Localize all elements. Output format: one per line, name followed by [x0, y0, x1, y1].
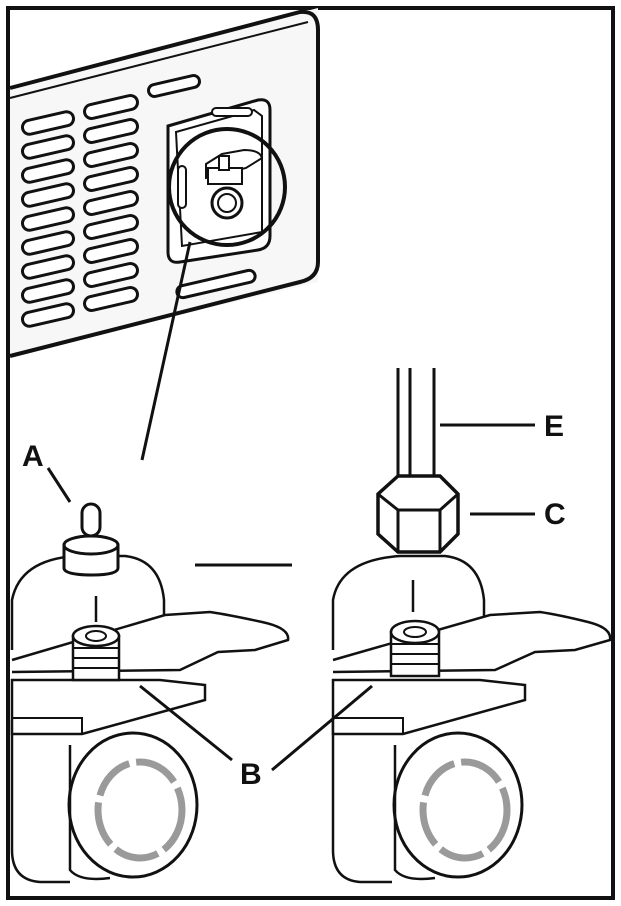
- appliance-back-panel: [9, 8, 320, 358]
- tube-e: [396, 368, 436, 494]
- label-c: C: [544, 498, 566, 531]
- valve-left: [10, 554, 290, 884]
- magnify-circle: [167, 127, 287, 247]
- nut-c: [376, 474, 460, 554]
- magnify-pointer-line: [140, 241, 192, 461]
- leader-line-a: [46, 467, 72, 503]
- label-e: E: [544, 410, 564, 443]
- label-a: A: [22, 440, 44, 473]
- valve-right: [331, 554, 612, 884]
- cap-a: [62, 502, 120, 577]
- vent-slots: [20, 74, 257, 328]
- leader-line-b-right: [271, 684, 373, 772]
- leader-line-b-left: [139, 684, 233, 762]
- label-b: B: [240, 758, 262, 791]
